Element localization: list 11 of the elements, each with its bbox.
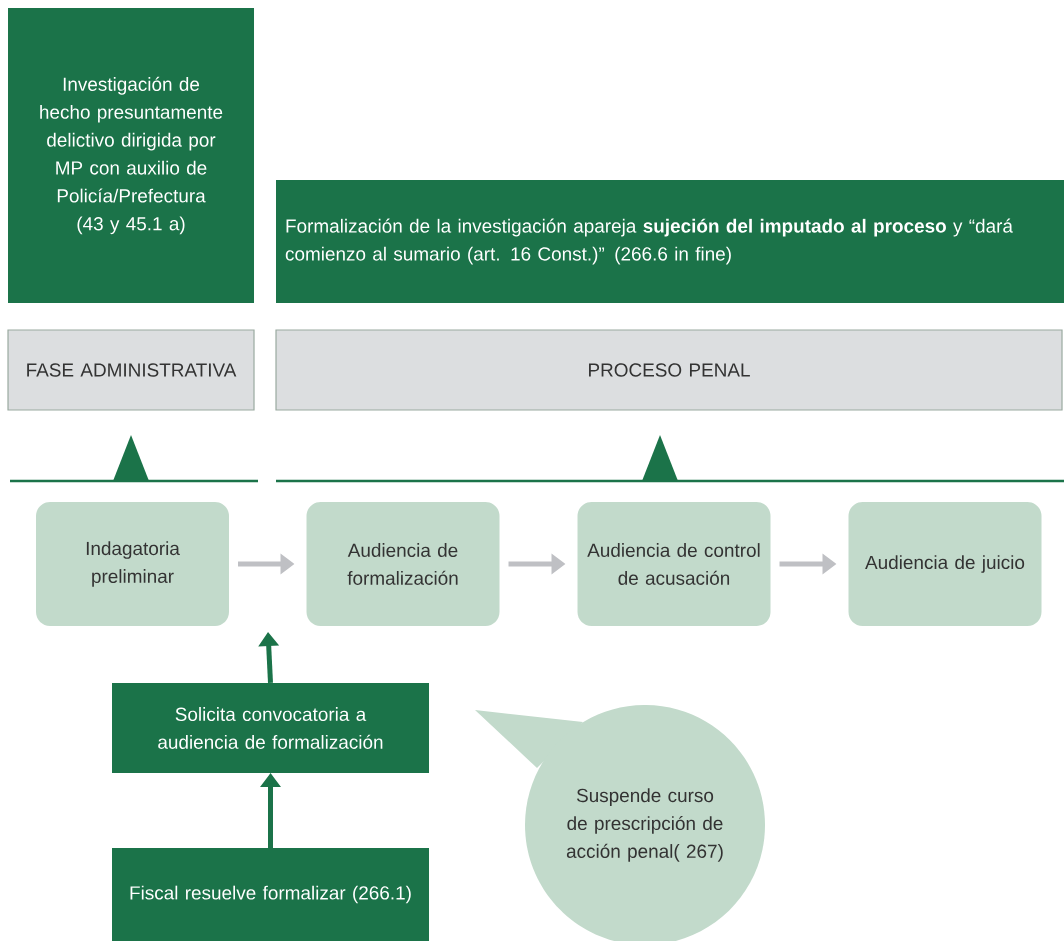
stage-box: Audiencia de control de acusación [577, 502, 771, 626]
speech-bubble: Suspende curso de prescripción de acción penal( 267) [475, 705, 765, 941]
stage-box: Indagatoria preliminar [36, 502, 229, 626]
formalization-banner: Formalización de la investigación apareja sujeción del imputado al proceso y “dará comienzo al sumario (art. 16 Const.)” (266.6 in fine) [276, 180, 1064, 303]
request-box: Solicita convocatoria a audiencia de formalización [112, 683, 429, 773]
phase-band: FASE ADMINISTRATIVA [7, 329, 255, 411]
decision-box: Fiscal resuelve formalizar (266.1) [112, 848, 429, 941]
investigation-box: Investigación de hecho presuntamente delictivo dirigida por MP con auxilio de Policía/Prefectura (43 y 45.1 a) [8, 8, 254, 303]
stage-box: Audiencia de juicio [848, 502, 1042, 626]
stage-box: Audiencia de formalización [306, 502, 500, 626]
phase-band: PROCESO PENAL [275, 329, 1063, 411]
